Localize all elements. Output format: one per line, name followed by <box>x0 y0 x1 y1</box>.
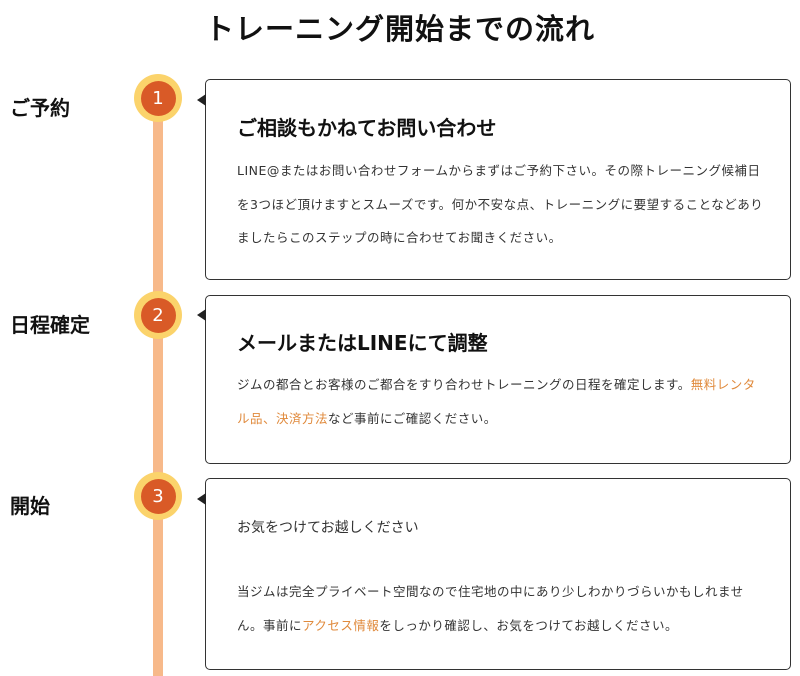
step-2-body-text: ジムの都合とお客様のご都合をすり合わせトレーニングの日程を確定します。 <box>237 377 691 392</box>
access-info-link[interactable]: アクセス情報 <box>302 617 380 633</box>
step-3-body-text-end: をしっかり確認し、お気をつけてお越しください。 <box>379 617 679 633</box>
step-2-card: メールまたはLINEにて調整 ジムの都合とお客様のご都合をすり合わせトレーニング… <box>197 295 791 464</box>
step-1-number: 1 <box>140 80 176 116</box>
step-1-title: ご相談もかねてお問い合わせ <box>237 116 497 140</box>
step-2-body-text-end: など事前にご確認ください。 <box>328 410 497 426</box>
step-3-body: 当ジムは完全プライベート空間なので住宅地の中にあり少しわかりづらいかもしれません… <box>237 575 767 642</box>
step-label-schedule: 日程確定 <box>10 313 90 337</box>
step-1-body: LINE@またはお問い合わせフォームからまずはご予約下さい。その際トレーニング候… <box>237 163 764 245</box>
card-arrow-icon <box>197 493 206 505</box>
step-3-card: お気をつけてお越しください 当ジムは完全プライベート空間なので住宅地の中にあり少… <box>197 478 791 670</box>
step-label-start: 開始 <box>10 494 50 518</box>
step-3-marker: 3 <box>134 472 182 520</box>
step-2-title: メールまたはLINEにて調整 <box>237 331 488 355</box>
payment-method-link[interactable]: 決済方法 <box>276 410 329 426</box>
timeline-line <box>153 96 163 676</box>
step-2-body: ジムの都合とお客様のご都合をすり合わせトレーニングの日程を確定します。無料レンタ… <box>237 368 767 435</box>
step-1-marker: 1 <box>134 74 182 122</box>
step-2-number: 2 <box>140 297 176 333</box>
step-3-subtitle: お気をつけてお越しください <box>237 520 419 536</box>
card-arrow-icon <box>197 309 206 321</box>
rental-items-link[interactable]: 無料レンタル品 <box>237 377 756 426</box>
step-label-reservation: ご予約 <box>10 96 70 120</box>
step-3-body-text: 当ジムは完全プライベート空間なので住宅地の中にあり少しわかりづらいかもしれません… <box>237 584 744 633</box>
card-arrow-icon <box>197 94 206 106</box>
link-separator: 、 <box>263 410 277 426</box>
step-3-number: 3 <box>140 478 176 514</box>
step-2-marker: 2 <box>134 291 182 339</box>
page-title: トレーニング開始までの流れ <box>204 12 595 46</box>
step-1-card: ご相談もかねてお問い合わせ LINE@またはお問い合わせフォームからまずはご予約… <box>197 79 791 280</box>
